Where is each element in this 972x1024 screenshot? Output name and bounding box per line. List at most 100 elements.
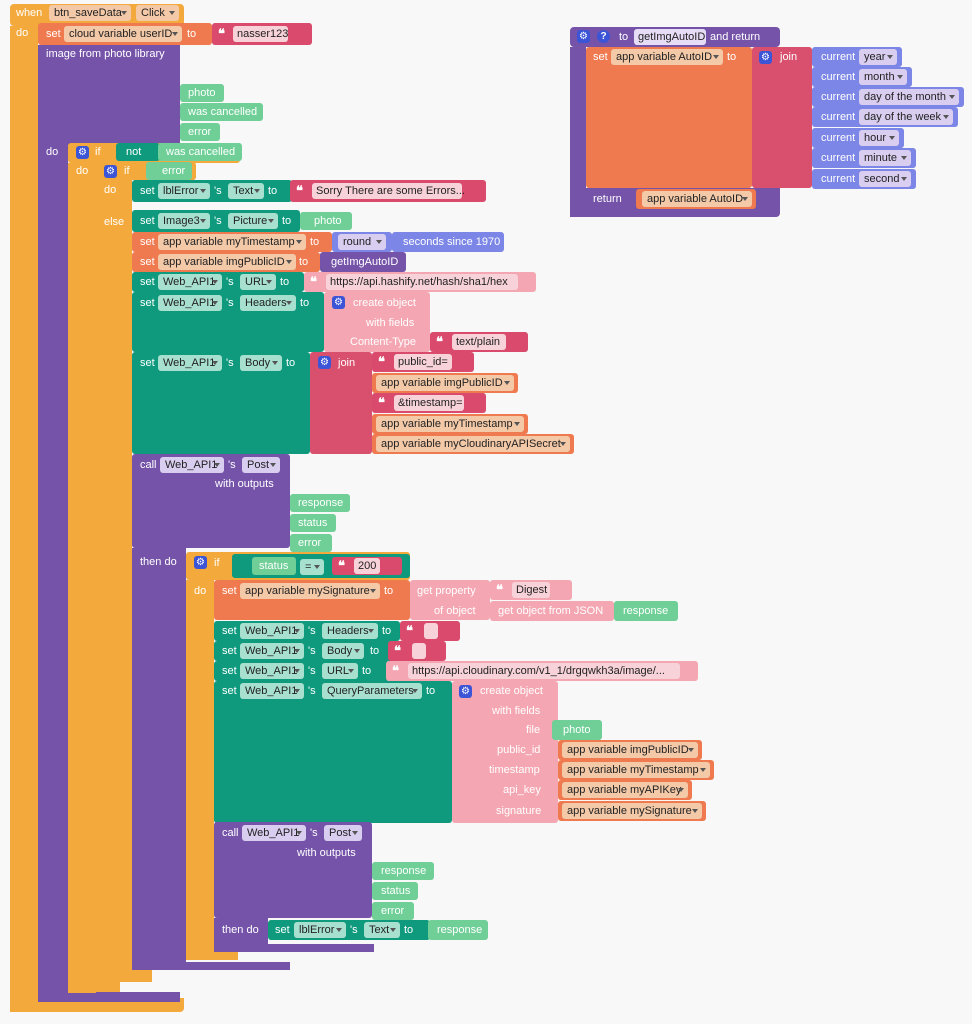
post2-s: 's — [310, 827, 318, 839]
status-var-block[interactable] — [252, 557, 296, 575]
with-fields-label: with fields — [366, 317, 415, 329]
return-value-dropdown[interactable]: app variable AutoID — [642, 191, 752, 207]
query-component-dropdown[interactable]: Web_API1 — [240, 683, 304, 699]
picker-output-error[interactable] — [180, 123, 220, 141]
getimgautoid-call-block[interactable] — [320, 252, 406, 272]
timestamp-variable-dropdown[interactable]: app variable myTimestamp — [158, 234, 306, 250]
current-minute-dropdown[interactable]: minute — [859, 150, 911, 166]
post-component-dropdown[interactable]: Web_API1 — [160, 457, 224, 473]
cloud-variable-dropdown[interactable]: cloud variable userID — [64, 26, 182, 42]
body2-component-dropdown[interactable]: Web_API1 — [240, 643, 304, 659]
publicid-variable-dropdown[interactable]: app variable imgPublicID — [158, 254, 296, 270]
body2-empty-value[interactable] — [412, 643, 426, 659]
query-field-value-2[interactable]: app variable imgPublicID — [562, 742, 698, 758]
current-hour-dropdown[interactable]: hour — [859, 130, 899, 146]
content-type-value[interactable]: text/plain — [452, 334, 506, 350]
final-value-block[interactable] — [428, 920, 488, 940]
lblError-property-dropdown[interactable]: Text — [228, 183, 264, 199]
current-second-dropdown[interactable]: second — [859, 171, 911, 187]
lblError-dropdown[interactable]: lblError — [158, 183, 210, 199]
join-part-1[interactable]: public_id= — [394, 354, 452, 370]
url-value-text[interactable]: https://api.hashify.net/hash/sha1/hex — [326, 274, 518, 290]
post2-method-dropdown[interactable]: Post — [324, 825, 362, 841]
create-object-gear-icon[interactable]: ⚙ — [332, 296, 345, 309]
post-method-dropdown[interactable]: Post — [242, 457, 280, 473]
query-create-object-block[interactable] — [452, 681, 558, 823]
query-field-value-4[interactable]: app variable myAPIKey — [562, 782, 688, 798]
picker-output-photo[interactable] — [180, 84, 224, 102]
autoid-join-block[interactable] — [752, 47, 812, 188]
current-dow-dropdown[interactable]: day of the week — [859, 109, 953, 125]
status-if-gear-icon[interactable]: ⚙ — [194, 556, 207, 569]
get-property-block[interactable] — [410, 580, 490, 620]
url2-property-dropdown[interactable]: URL — [322, 663, 358, 679]
join-part-4[interactable]: app variable myTimestamp — [376, 416, 524, 432]
set-autoid-block[interactable] — [586, 47, 752, 188]
set-query-block[interactable] — [214, 681, 452, 823]
query-property-dropdown[interactable]: QueryParameters — [322, 683, 422, 699]
from-json-response[interactable] — [614, 601, 678, 621]
final-property-dropdown[interactable]: Text — [364, 922, 400, 938]
join-gear-icon[interactable]: ⚙ — [318, 356, 331, 369]
current-dom-dropdown[interactable]: day of the month — [859, 89, 959, 105]
image-picker-block[interactable] — [38, 45, 180, 145]
headers2-property-dropdown[interactable]: Headers — [322, 623, 378, 639]
seconds-since-block[interactable] — [392, 232, 504, 252]
quote-icon: ❝ — [296, 183, 303, 198]
from-json-block[interactable] — [490, 601, 614, 621]
error-text-value[interactable]: Sorry There are some Errors... — [312, 183, 465, 199]
headers2-component-dropdown[interactable]: Web_API1 — [240, 623, 304, 639]
url-property-dropdown[interactable]: URL — [240, 274, 276, 290]
body-property-dropdown[interactable]: Body — [240, 355, 282, 371]
cloud-value-text[interactable]: nasser123 — [233, 26, 288, 42]
body-to: to — [286, 357, 296, 369]
url2-component-dropdown[interactable]: Web_API1 — [240, 663, 304, 679]
image3-property-dropdown[interactable]: Picture — [228, 213, 278, 229]
inner-if-gear-icon[interactable]: ⚙ — [104, 165, 117, 178]
post2-component-dropdown[interactable]: Web_API1 — [242, 825, 306, 841]
post-output-response[interactable] — [290, 494, 350, 512]
not-condition-block[interactable] — [158, 143, 242, 161]
body-component-dropdown[interactable]: Web_API1 — [158, 355, 222, 371]
post2-output-response[interactable] — [372, 862, 434, 880]
join-part-2[interactable]: app variable imgPublicID — [376, 375, 514, 391]
image3-dropdown[interactable]: Image3 — [158, 213, 210, 229]
picker-output-cancelled[interactable] — [180, 103, 263, 121]
post2-output-status[interactable] — [372, 882, 418, 900]
join-block[interactable] — [310, 352, 372, 454]
outer-if-gear-icon[interactable]: ⚙ — [76, 146, 89, 159]
compare-op-dropdown[interactable]: = — [300, 559, 324, 575]
final-component-dropdown[interactable]: lblError — [294, 922, 346, 938]
current-month-dropdown[interactable]: month — [859, 69, 907, 85]
event-component-dropdown[interactable]: btn_saveData — [49, 5, 131, 21]
body2-property-dropdown[interactable]: Body — [322, 643, 364, 659]
join-part-5[interactable]: app variable myCloudinaryAPISecret — [376, 436, 570, 452]
post-output-status[interactable] — [290, 514, 336, 532]
headers-property-dropdown[interactable]: Headers — [240, 295, 296, 311]
autoid-variable-dropdown[interactable]: app variable AutoID — [611, 49, 723, 65]
inner-if-condition[interactable] — [146, 162, 192, 180]
url-component-dropdown[interactable]: Web_API1 — [158, 274, 222, 290]
image3-value-block[interactable] — [300, 212, 352, 230]
headers2-empty-value[interactable] — [424, 623, 438, 639]
not-block[interactable] — [116, 143, 160, 161]
autoid-join-gear-icon[interactable]: ⚙ — [759, 51, 772, 64]
event-name-dropdown[interactable]: Click — [136, 5, 179, 21]
post2-output-error[interactable] — [372, 902, 414, 920]
status-value[interactable]: 200 — [354, 558, 380, 574]
digest-value[interactable]: Digest — [512, 582, 550, 598]
function-gear-icon[interactable]: ⚙ — [577, 30, 590, 43]
join-part-3[interactable]: &timestamp= — [394, 395, 464, 411]
query-field-value-1-block[interactable] — [552, 720, 602, 740]
function-help-icon[interactable]: ? — [597, 30, 610, 43]
query-create-object-gear-icon[interactable]: ⚙ — [459, 685, 472, 698]
function-name-field[interactable]: getImgAutoID — [634, 29, 706, 45]
signature-variable-dropdown[interactable]: app variable mySignature — [240, 583, 380, 599]
url2-value-text[interactable]: https://api.cloudinary.com/v1_1/drgqwkh3… — [408, 663, 680, 679]
current-year-dropdown[interactable]: year — [859, 49, 897, 65]
post-output-error[interactable] — [290, 534, 332, 552]
query-field-value-3[interactable]: app variable myTimestamp — [562, 762, 710, 778]
round-dropdown[interactable]: round — [338, 234, 386, 250]
query-field-value-5[interactable]: app variable mySignature — [562, 803, 702, 819]
headers-component-dropdown[interactable]: Web_API1 — [158, 295, 222, 311]
